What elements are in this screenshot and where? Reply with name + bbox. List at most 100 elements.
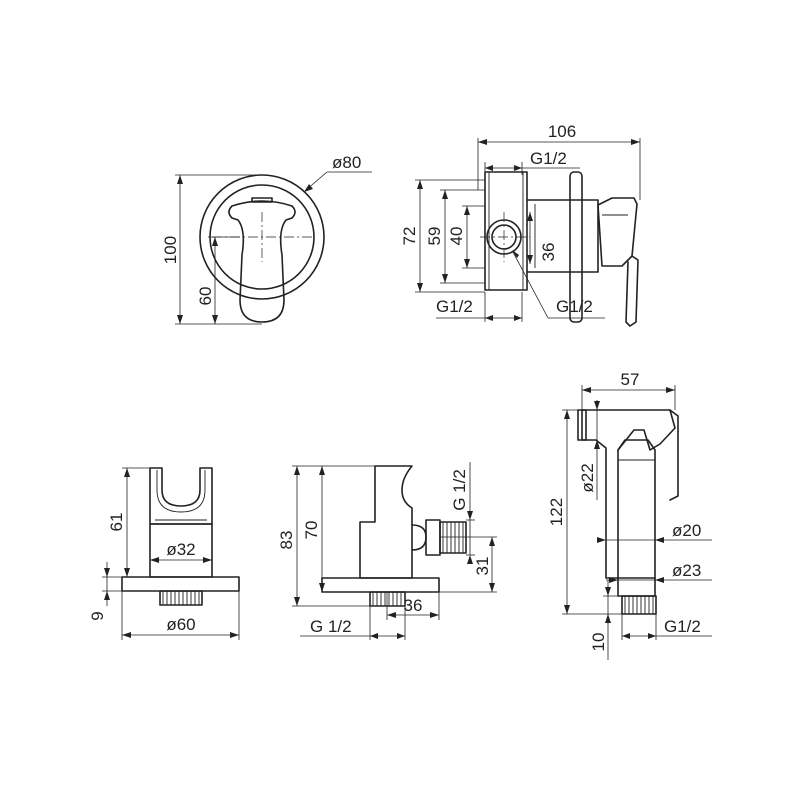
arrow <box>512 250 519 258</box>
dim-label-d20: ø20 <box>672 521 701 540</box>
outlet-collar <box>425 519 441 556</box>
arrow <box>397 633 405 639</box>
arrow <box>564 410 570 419</box>
arrow <box>104 568 110 577</box>
arrow <box>485 165 493 171</box>
holder-cradle <box>156 470 206 513</box>
dim-label-g12-right: G 1/2 <box>450 469 469 511</box>
dim-label-9: 9 <box>88 611 107 620</box>
arrow <box>304 184 313 192</box>
holder-thread <box>159 590 203 606</box>
valve-body <box>484 171 528 291</box>
escutcheon-plate-side <box>569 171 583 323</box>
dim-label-106: 106 <box>548 122 576 141</box>
handle-side <box>597 197 638 267</box>
outlet-thread <box>439 521 467 554</box>
dim-label-60: 60 <box>196 287 215 306</box>
arrow <box>564 605 570 614</box>
sprayer-view: 57 122 ø22 ø20 ø23 10 G1/ <box>547 370 712 660</box>
holder-view: 61 ø32 9 ø60 <box>88 467 240 640</box>
arrow <box>514 315 522 321</box>
sprayer-thread <box>621 595 657 615</box>
arrow <box>124 568 130 577</box>
dim-label-59: 59 <box>425 227 444 246</box>
arrow <box>609 577 618 583</box>
arrow <box>370 633 378 639</box>
arrow <box>212 315 218 324</box>
sprayer-head <box>581 409 676 579</box>
arrow <box>464 259 470 268</box>
arrow <box>294 597 300 606</box>
sprayer-trigger <box>669 409 679 501</box>
elbow-thread-bottom <box>369 591 406 607</box>
arrow <box>582 387 591 393</box>
arrow <box>489 583 495 592</box>
arrow <box>605 587 611 596</box>
dim-label-d32: ø32 <box>166 540 195 559</box>
dim-label-70: 70 <box>302 521 321 540</box>
arrow <box>442 274 448 283</box>
arrow <box>631 139 640 145</box>
side-view: 106 G1/2 72 59 40 36 <box>400 122 641 327</box>
dim-label-d60: ø60 <box>166 615 195 634</box>
arrow <box>622 633 630 639</box>
dim-label-61: 61 <box>107 513 126 532</box>
arrow <box>485 315 493 321</box>
arrow <box>597 537 606 543</box>
dim-label-d22: ø22 <box>578 463 597 492</box>
arrow <box>467 511 473 520</box>
elbow-base <box>321 577 440 593</box>
arrow <box>430 612 439 618</box>
dim-label-83: 83 <box>277 531 296 550</box>
dim-label-40: 40 <box>447 227 466 246</box>
arrow <box>527 255 533 264</box>
dim-label-36: 36 <box>539 243 558 262</box>
arrow <box>464 206 470 215</box>
arrow <box>442 190 448 199</box>
thread-lines <box>372 592 402 606</box>
arrow <box>177 175 183 184</box>
arrow <box>417 283 423 292</box>
front-view: 100 60 ø80 <box>161 153 372 325</box>
lever-handle <box>228 200 296 323</box>
arrow <box>319 466 325 475</box>
sprayer-collar <box>617 577 656 597</box>
dim-label-31: 31 <box>473 557 492 576</box>
sprayer-body <box>617 439 656 579</box>
arrow <box>387 612 396 618</box>
holder-body <box>149 467 213 525</box>
thread-lines <box>162 591 200 605</box>
arrow <box>212 237 218 246</box>
arrow <box>203 557 212 563</box>
arrow <box>489 537 495 546</box>
dim-label-g12-sprayer: G1/2 <box>664 617 701 636</box>
holder-base <box>121 576 240 592</box>
arrow <box>122 632 131 638</box>
dim-label-10: 10 <box>589 633 608 652</box>
arrow <box>655 537 664 543</box>
outlet-nut <box>411 524 427 551</box>
arrow <box>594 440 600 449</box>
arrow <box>527 212 533 221</box>
dim-label-g12-top: G1/2 <box>530 149 567 168</box>
arrow <box>124 468 130 477</box>
dim-label-d80: ø80 <box>332 153 361 172</box>
elbow-view: 83 70 G 1/2 31 36 G 1/2 <box>277 462 497 640</box>
arrow <box>177 315 183 324</box>
cartridge-housing <box>526 199 599 273</box>
arrow <box>417 180 423 189</box>
dim-label-57: 57 <box>621 370 640 389</box>
arrow <box>230 632 239 638</box>
dim-label-g12-bottom-elbow: G 1/2 <box>310 617 352 636</box>
arrow <box>319 583 325 592</box>
dim-label-g12-bottom-left: G1/2 <box>436 297 473 316</box>
arrow <box>104 591 110 600</box>
arrow <box>648 633 656 639</box>
leader-line <box>512 251 549 319</box>
dim-label-100: 100 <box>161 236 180 264</box>
arrow <box>605 614 611 623</box>
dim-label-36-elbow: 36 <box>404 596 423 615</box>
elbow-body <box>359 465 413 579</box>
